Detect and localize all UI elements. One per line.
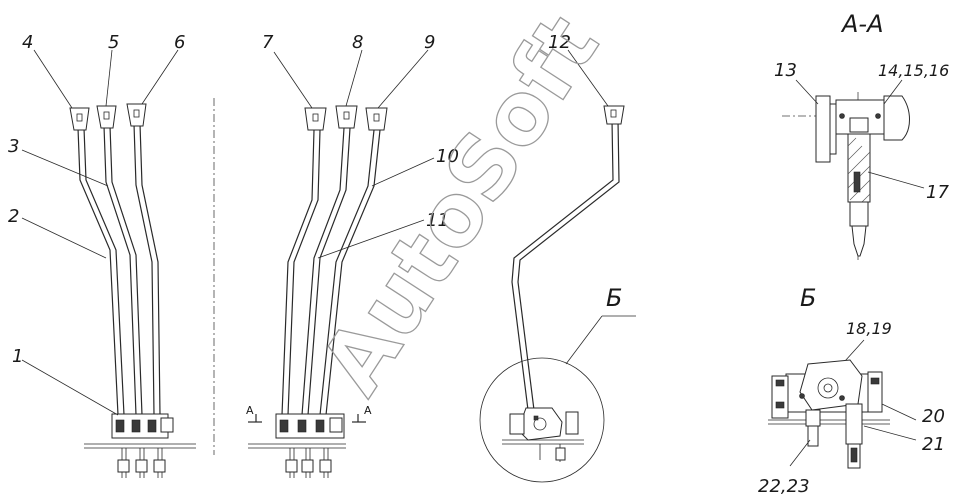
knob-5 [96,105,117,129]
left-lever-group: 4 5 6 3 2 1 [8,32,196,478]
knob-12 [603,105,625,125]
watermark: AutoSoft [302,0,619,411]
section-title: А-А [840,10,884,38]
left-base-bracket [84,413,196,478]
section-a-a-view: А-А 13 14,15,16 17 [774,10,949,262]
detail-circle-b [479,357,605,483]
label-part-14-15-16: 14,15,16 [878,61,949,80]
section-mark-right-label: А [364,404,372,417]
label-part-17: 17 [926,182,949,203]
label-part-6: 6 [174,32,185,53]
label-part-3: 3 [8,136,19,157]
label-part-21: 21 [922,434,945,455]
label-part-2: 2 [8,206,19,227]
label-part-20: 20 [922,406,945,427]
middle-lever-group: А А 7 8 9 10 11 [246,32,459,478]
detail-b-callout: Б [606,284,622,312]
knob-6 [126,103,147,127]
section-mark-left-label: А [246,404,254,417]
knob-8 [335,105,358,129]
middle-base-bracket [248,413,346,478]
knob-7 [304,107,327,131]
label-part-5: 5 [108,32,119,53]
circle-b-mechanism [502,407,584,462]
knob-4 [69,107,90,131]
label-part-22-23: 22,23 [758,476,810,497]
label-part-1: 1 [12,346,23,367]
label-part-13: 13 [774,60,797,81]
label-part-9: 9 [424,32,435,53]
label-part-7: 7 [262,32,274,53]
single-lever-group: 12 Б [479,32,636,483]
view-b-title: Б [800,284,816,312]
label-part-11: 11 [426,210,449,231]
view-b: Б 18,19 20 21 22,23 [758,284,945,497]
knob-9 [365,107,388,131]
label-part-12: 12 [548,32,571,53]
label-part-18-19: 18,19 [846,319,892,338]
label-part-4: 4 [22,32,33,53]
label-part-10: 10 [436,146,459,167]
label-part-8: 8 [352,32,363,53]
